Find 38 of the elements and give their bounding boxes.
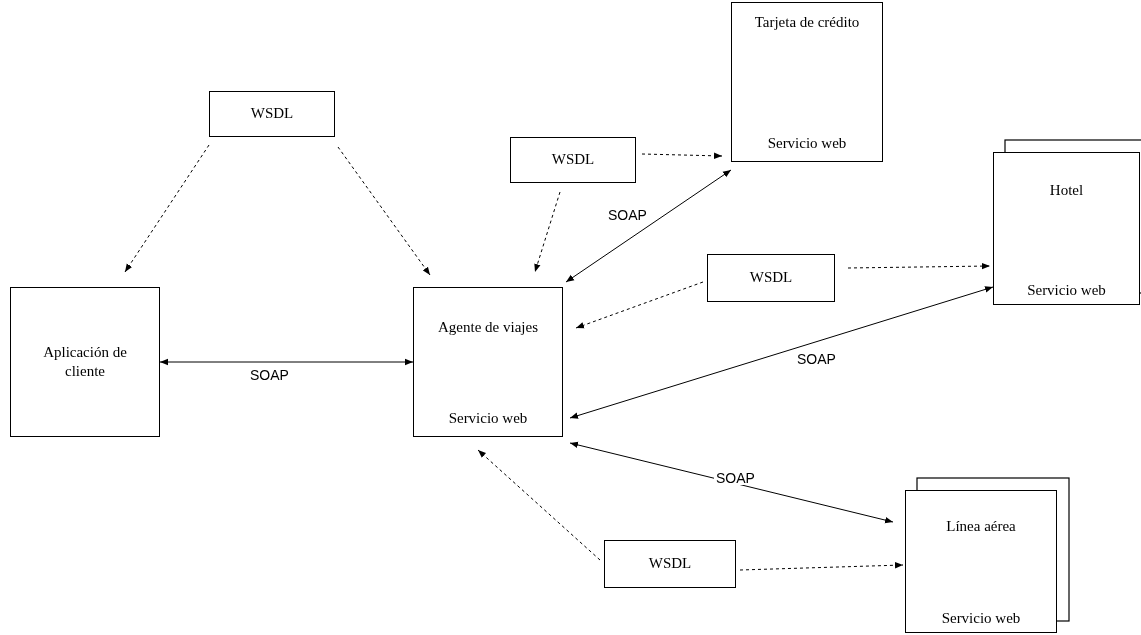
box-label: Servicio web xyxy=(941,608,1021,628)
dashed-arrow xyxy=(847,262,991,270)
box-label: Servicio web xyxy=(448,408,528,428)
edge-label: SOAP xyxy=(606,208,649,222)
document-box xyxy=(10,287,160,437)
edge-label: SOAP xyxy=(248,368,291,382)
box-label: WSDL xyxy=(250,104,294,124)
box-label: Servicio web xyxy=(767,133,847,153)
box-label: WSDL xyxy=(551,150,595,170)
dashed-arrow xyxy=(337,146,431,276)
arrow xyxy=(565,169,732,283)
arrow xyxy=(569,286,994,419)
document-box xyxy=(209,91,335,137)
dashed-arrow xyxy=(477,449,601,561)
box-label: WSDL xyxy=(648,554,692,574)
dashed-arrow xyxy=(641,152,723,159)
box-heading: Línea aérea xyxy=(946,517,1016,536)
service-box xyxy=(993,152,1140,305)
box-heading: Agente de viajes xyxy=(438,318,538,337)
edge-label: SOAP xyxy=(714,471,757,485)
document-box xyxy=(510,137,636,183)
document-box xyxy=(604,540,736,588)
arrow xyxy=(569,441,894,524)
box-label: WSDL xyxy=(749,268,793,288)
arrow xyxy=(159,358,414,366)
service-box xyxy=(731,2,883,162)
dashed-arrow xyxy=(124,144,210,273)
dashed-arrow xyxy=(575,281,704,329)
service-box xyxy=(413,287,563,437)
service-box xyxy=(905,490,1057,633)
box-label: Aplicación de cliente xyxy=(42,342,128,381)
dashed-arrow xyxy=(534,191,561,273)
box-label: Servicio web xyxy=(1027,280,1106,300)
box-heading: Hotel xyxy=(1049,181,1084,200)
dashed-arrow xyxy=(739,562,904,571)
box-heading: Tarjeta de crédito xyxy=(754,13,860,32)
edge-label: SOAP xyxy=(795,352,838,366)
document-box xyxy=(707,254,835,302)
